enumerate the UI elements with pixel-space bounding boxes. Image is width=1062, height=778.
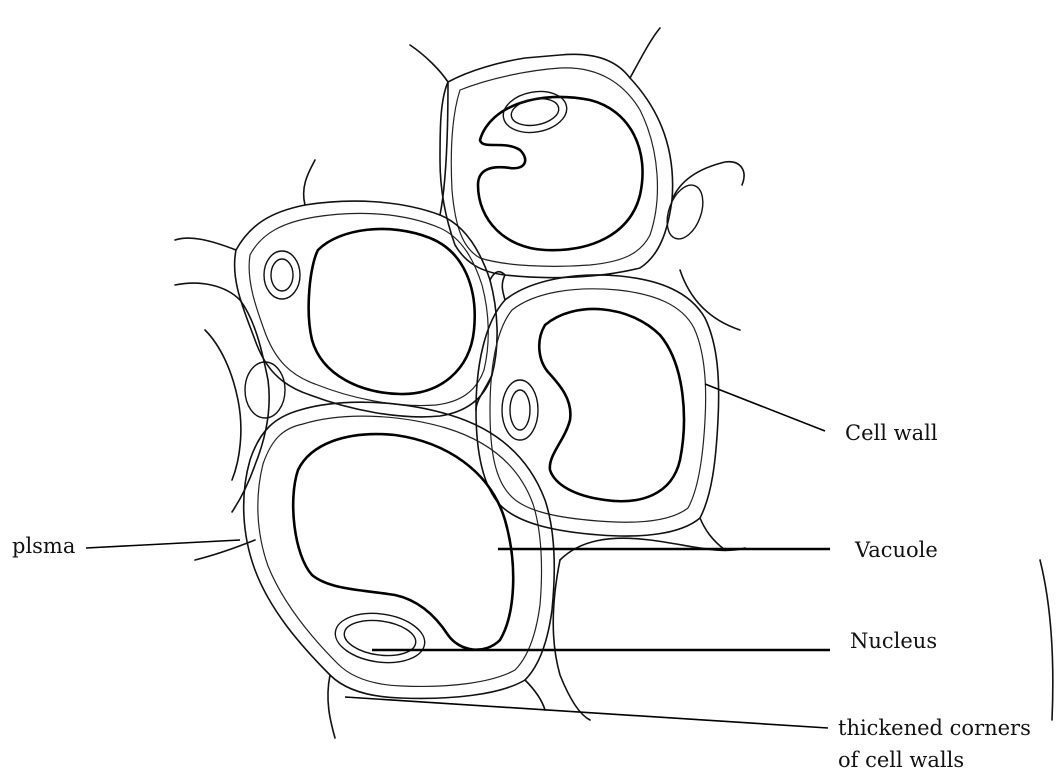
corner-top-right	[630, 28, 660, 78]
labels: Cell wall Vacuole Nucleus plsma thickene…	[12, 421, 1031, 772]
cell-lower-right-edge	[1040, 560, 1053, 720]
corner-right-low	[700, 518, 725, 550]
corner-left	[175, 238, 236, 250]
nucleus-right	[502, 380, 538, 440]
nucleus-bottom	[332, 608, 428, 668]
nucleus-left	[245, 362, 285, 418]
label-nucleus: Nucleus	[850, 629, 937, 653]
corner-upper-left	[304, 160, 315, 205]
leader-plasma	[86, 540, 240, 548]
cell-top-outline	[440, 54, 673, 277]
nucleus-bottom-inner	[342, 616, 418, 660]
cell-right-inner	[490, 289, 706, 522]
cell-right-partial-top	[672, 162, 744, 200]
corner-bottom-left	[328, 675, 335, 738]
corner-bottom-right	[525, 680, 545, 710]
vacuole-bottom	[293, 434, 513, 650]
corner-left-low	[195, 540, 255, 560]
nucleus-right-partial	[660, 180, 709, 244]
leader-cell-wall	[705, 384, 825, 431]
label-cell-wall: Cell wall	[845, 421, 938, 445]
vacuole-right	[539, 309, 684, 501]
nucleus-top	[500, 87, 570, 138]
nucleus-right-inner	[510, 390, 530, 430]
label-thickened-corners-line1: thickened corners	[838, 716, 1031, 740]
label-plasma: plsma	[12, 534, 75, 558]
label-thickened-corners-line2: of cell walls	[838, 748, 964, 772]
leader-lines	[86, 384, 830, 728]
cell-left-partial	[175, 283, 269, 512]
leader-thickened-corners	[345, 697, 828, 728]
vacuole-top	[478, 97, 643, 250]
nucleus-upper-left	[264, 251, 300, 299]
vacuoles	[293, 97, 684, 650]
cell-left-partial-inner	[205, 330, 241, 480]
cell-upper-left-outline	[235, 201, 498, 417]
cell-lower-right-left	[553, 560, 590, 720]
label-vacuole: Vacuole	[854, 538, 938, 562]
nucleus-upper-left-inner	[271, 259, 293, 291]
vacuole-upper-left	[309, 229, 475, 394]
